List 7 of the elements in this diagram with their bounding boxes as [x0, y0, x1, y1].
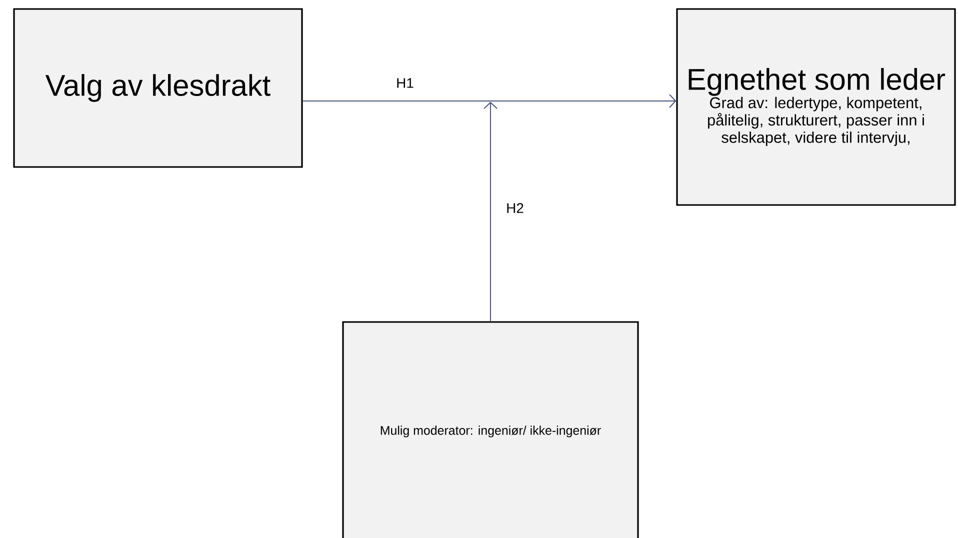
concept-box: Valg av klesdrakt [13, 8, 303, 168]
edge-label: H1 [395, 77, 415, 89]
edge-label: H2 [505, 202, 525, 214]
arrow [302, 94, 676, 108]
concept-box: Mulig moderator: ingeniør/ ikke-ingeniør [342, 321, 639, 538]
concept-box: Egnethet som leder Grad av: ledertype, kompetent, pålitelig, strukturert, passer inn i selskapet, videre til intervju, [676, 8, 956, 206]
arrow [484, 102, 498, 322]
